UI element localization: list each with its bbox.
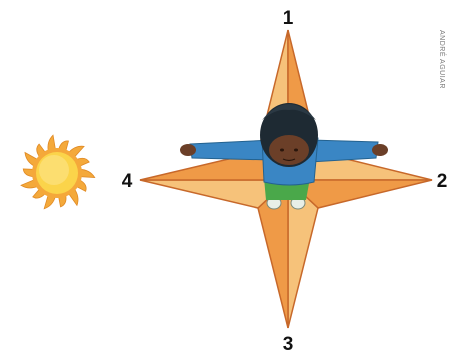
sun-icon xyxy=(21,135,95,209)
label-point-1: 1 xyxy=(283,8,294,29)
label-point-2: 2 xyxy=(437,171,448,192)
label-point-3: 3 xyxy=(283,334,294,355)
illustrator-credit: ANDRÉ AGUIAR xyxy=(438,30,447,89)
label-point-4: 4 xyxy=(122,171,133,192)
